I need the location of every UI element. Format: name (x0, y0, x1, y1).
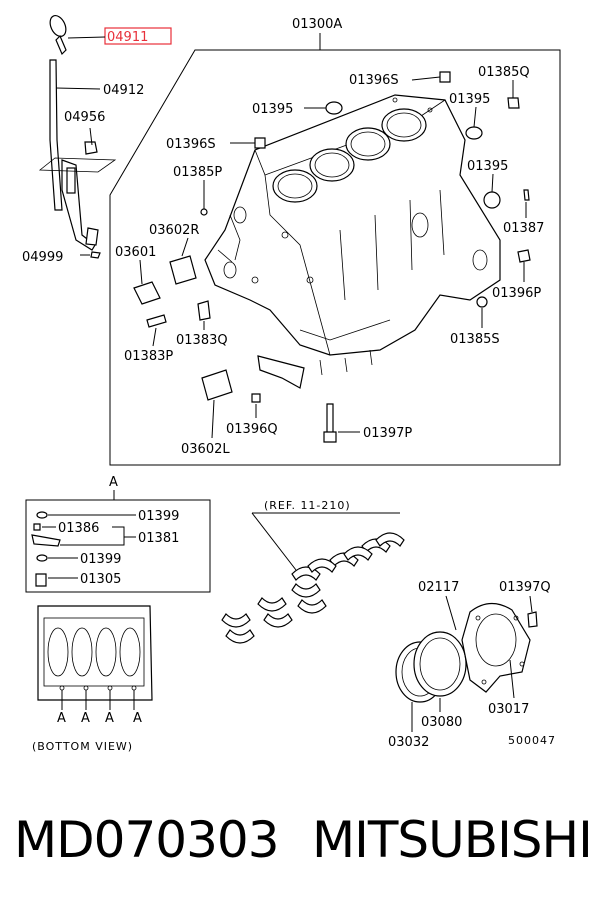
label-03017: 03017 (488, 702, 529, 717)
bearing-cap (257, 355, 305, 389)
label-01396Q: 01396Q (226, 422, 278, 437)
label-03602R: 03602R (149, 223, 199, 238)
label-01397P: 01397P (363, 426, 412, 441)
label-04956: 04956 (64, 110, 105, 125)
label-01383Q: 01383Q (176, 333, 228, 348)
main-bearing-shells (221, 532, 405, 644)
label-01397Q: 01397Q (499, 580, 551, 595)
pin-01387 (523, 189, 530, 201)
label-01395-c: 01395 (467, 159, 508, 174)
label-bottom-a2: A (81, 711, 90, 726)
label-01386: 01386 (58, 521, 99, 536)
oring-01399-a (36, 511, 48, 519)
drawing-number: 500047 (508, 734, 556, 747)
label-ref: (REF. 11-210) (264, 499, 351, 512)
cylinder-block-frame (109, 49, 561, 466)
label-01395-b: 01395 (449, 92, 490, 107)
label-bottom-view: (BOTTOM VIEW) (32, 740, 133, 753)
jet-01386 (33, 523, 41, 531)
label-03602L: 03602L (181, 442, 230, 457)
label-bottom-a4: A (133, 711, 142, 726)
label-04999: 04999 (22, 250, 63, 265)
cylinder-block (204, 94, 501, 376)
bushing-03602R (169, 255, 197, 285)
label-01300A: 01300A (292, 17, 342, 32)
plug-01395-c (483, 191, 501, 209)
oring-01399-b (36, 554, 48, 562)
bushing-03602L (201, 369, 233, 401)
highlight-box (104, 27, 172, 45)
label-04911: 04911 (107, 30, 148, 45)
rear-oil-seal-assembly (395, 602, 538, 703)
label-01399-a: 01399 (138, 509, 179, 524)
label-01381: 01381 (138, 531, 179, 546)
label-02117: 02117 (418, 580, 459, 595)
footer-caption: MD070303 MITSUBISHI (0, 800, 600, 880)
label-01396S-left: 01396S (166, 137, 216, 152)
plug-01385S (476, 296, 488, 308)
oil-dipstick (38, 15, 117, 259)
plug-01395-a (325, 101, 343, 115)
label-01383P: 01383P (124, 349, 173, 364)
label-04912: 04912 (103, 83, 144, 98)
plug-01385P (200, 208, 208, 216)
label-03080: 03080 (421, 715, 462, 730)
stud-01383Q (197, 300, 211, 321)
jet-01381 (31, 534, 61, 547)
label-03601: 03601 (115, 245, 156, 260)
block-bottom-view (37, 605, 153, 710)
label-01399-b: 01399 (80, 552, 121, 567)
plug-01396S-top (439, 71, 451, 83)
plug-01396P (517, 249, 531, 263)
label-detail-a: A (109, 475, 118, 490)
label-01396P: 01396P (492, 286, 541, 301)
bolt-01305 (35, 573, 47, 587)
part-number: MD070303 (14, 811, 280, 869)
label-01396S-top: 01396S (349, 73, 399, 88)
plug-01396Q (251, 393, 261, 403)
label-03032: 03032 (388, 735, 429, 750)
label-01385S: 01385S (450, 332, 500, 347)
label-01385P: 01385P (173, 165, 222, 180)
plug-01385Q (507, 97, 520, 109)
brand-name: MITSUBISHI (312, 811, 593, 869)
label-01395-a: 01395 (252, 102, 293, 117)
detail-a-frame (25, 499, 211, 593)
plug-01396S-left (254, 137, 266, 149)
label-01385Q: 01385Q (478, 65, 530, 80)
stud-01383P (146, 314, 167, 328)
label-bottom-a3: A (105, 711, 114, 726)
label-01387: 01387 (503, 221, 544, 236)
bushing-03601 (133, 281, 161, 305)
label-01305: 01305 (80, 572, 121, 587)
label-bottom-a1: A (57, 711, 66, 726)
plug-01395-b (465, 126, 483, 140)
exploded-parts-diagram: 04911 04912 04956 04999 01300A 01396S (22, 15, 561, 753)
